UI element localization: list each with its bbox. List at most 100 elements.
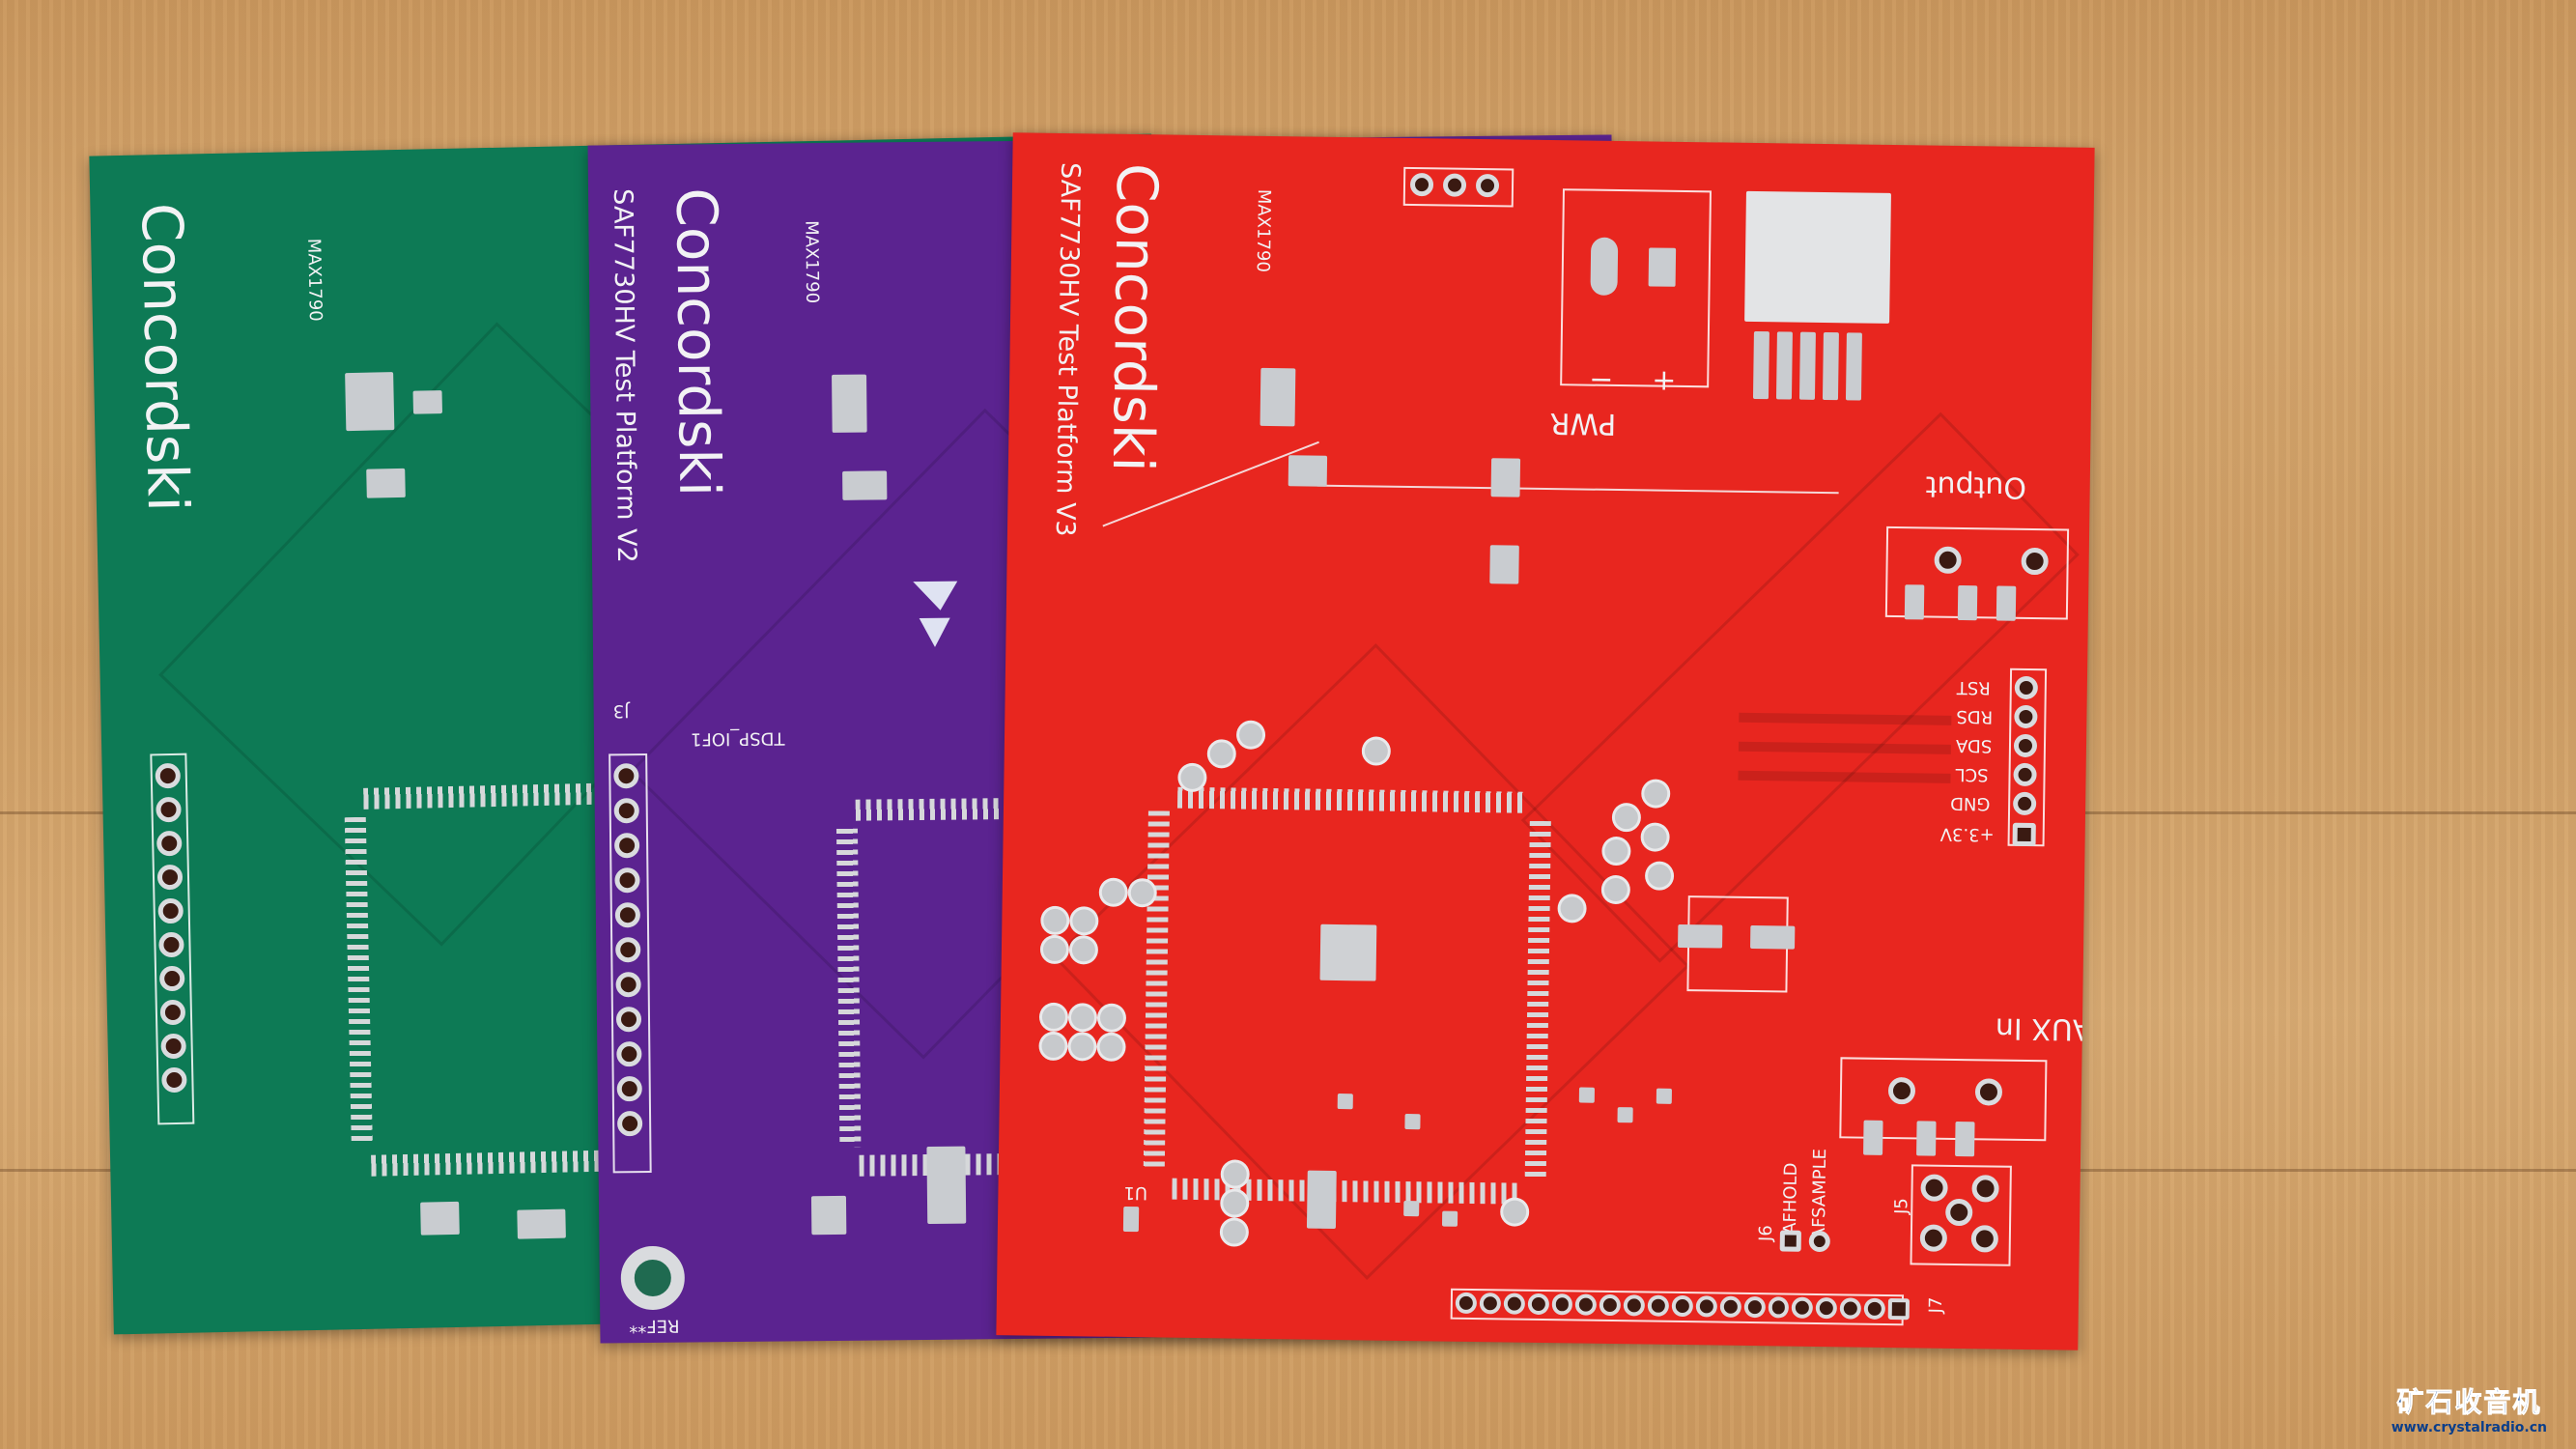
header-pin: [616, 1041, 642, 1067]
header-pin: [1768, 1296, 1790, 1319]
smd-pad: [1403, 1200, 1420, 1217]
header-pin: [616, 1076, 642, 1102]
pin-label-sda: SDA: [1955, 734, 1993, 756]
header-pin: [615, 937, 641, 963]
header-j6-pin: [1779, 1230, 1801, 1252]
test-point[interactable]: [1220, 1188, 1250, 1218]
header-pin: [615, 1007, 642, 1033]
test-point[interactable]: [1040, 905, 1070, 936]
test-point[interactable]: [1038, 1031, 1068, 1062]
test-point[interactable]: [1499, 1197, 1530, 1227]
header-pin: [617, 1111, 643, 1137]
header-pin: [1455, 1292, 1477, 1315]
header-pin: [1792, 1296, 1814, 1319]
test-point[interactable]: [1096, 1032, 1126, 1062]
test-point[interactable]: [1235, 720, 1266, 750]
site-watermark: 矿石收音机 www.crystalradio.cn: [2391, 1381, 2547, 1436]
pwr-plus-label: +: [1651, 363, 1677, 398]
smd-pad: [345, 372, 395, 432]
pin-label-rst: RST: [1956, 676, 1991, 698]
connector-ref-j5: J5: [1891, 1198, 1912, 1215]
smd-pad: [1288, 455, 1328, 487]
test-point[interactable]: [1206, 739, 1236, 769]
pin-label-scl: SCL: [1955, 763, 1989, 785]
test-point[interactable]: [1038, 1002, 1069, 1033]
header-pin: [1551, 1293, 1573, 1316]
header-ref-j3: J3: [612, 700, 630, 722]
battery-holder-bt1: [1560, 188, 1712, 388]
regulator-u4-pin: [1845, 332, 1862, 401]
board-subtitle: SAF7730HV Test Platform V3: [1049, 161, 1086, 537]
smd-pad: [842, 470, 888, 500]
watermark-url: www.crystalradio.cn: [2391, 1420, 2547, 1435]
smd-pad: [517, 1208, 566, 1239]
smd-pad: [1578, 1087, 1596, 1103]
watermark-title: 矿石收音机: [2396, 1386, 2542, 1419]
jack-pad: [1996, 585, 2017, 621]
smd-pad: [1656, 1088, 1672, 1104]
smd-pad: [1122, 1206, 1140, 1233]
smd-pad: [1337, 1094, 1353, 1110]
smd-pad: [832, 374, 867, 433]
mounting-hole: [620, 1245, 686, 1311]
jack-pad: [1957, 584, 1978, 621]
jack-pad: [1916, 1121, 1937, 1156]
header-pin: [1623, 1294, 1646, 1317]
header-pin: [1503, 1293, 1525, 1315]
header-ref-j7: J7: [1925, 1296, 1947, 1314]
header-pin: [1575, 1293, 1598, 1316]
header-label-tdsp: TDSP_IOF1: [690, 727, 785, 750]
pwr-minus-label: −: [1588, 362, 1614, 397]
regulator-u4-pin: [1798, 331, 1816, 400]
regulator-u4-pin: [1752, 330, 1769, 400]
header-pin: [613, 798, 639, 824]
inductor-l2: [1260, 367, 1296, 427]
header-pin: [1816, 1296, 1838, 1320]
header-pin: [1719, 1295, 1741, 1318]
pcb-purple: Concordski SAF7730HV Test Platform V2 MA…: [587, 134, 1625, 1344]
board-title: Concordski: [1099, 162, 1171, 473]
header-pin-3v3: [2012, 822, 2036, 847]
regulator-u4-pin: [1822, 331, 1839, 401]
test-point[interactable]: [1067, 1003, 1098, 1033]
header-pin: [1743, 1295, 1766, 1319]
header-pin: [1863, 1297, 1886, 1320]
battery-pad-plus: [1648, 247, 1677, 287]
header-pin: [1479, 1293, 1501, 1315]
manufacturer-logo-icon: [911, 572, 960, 650]
ic-label-max1790: MAX1790: [303, 238, 326, 322]
header-pin: [1839, 1297, 1862, 1320]
header-pin: [1887, 1298, 1910, 1321]
test-point[interactable]: [1067, 1032, 1097, 1062]
smd-pad: [412, 390, 443, 414]
af-hold-label: AFHOLD: [1779, 1162, 1801, 1235]
capacitor-c17-pad: [1678, 923, 1723, 949]
header-pin: [1695, 1295, 1717, 1318]
smd-pad: [366, 468, 406, 498]
ic-label-max1790: MAX1790: [1252, 188, 1274, 272]
header-pin: [1599, 1293, 1622, 1317]
test-point[interactable]: [1219, 1217, 1250, 1247]
header-pin: [614, 867, 640, 894]
jack-pad: [1955, 1121, 1975, 1157]
af-sample-label: AFSAMPLE: [1808, 1148, 1831, 1240]
smd-pad: [1404, 1114, 1421, 1130]
board-title: Concordski: [664, 187, 733, 497]
ic-label-max1790: MAX1790: [801, 220, 823, 304]
pcb-red: Concordski SAF7730HV Test Platform V3 MA…: [996, 132, 2095, 1350]
pin-label-rds: RDS: [1956, 705, 1994, 727]
header-pin: [1671, 1294, 1693, 1318]
aux-in-label: AUX In: [1995, 1010, 2093, 1046]
pwr-label: PWR: [1549, 406, 1617, 440]
regulator-u4-tab: [1744, 190, 1891, 324]
header-ref-j6: J6: [1755, 1225, 1777, 1242]
ref-label: REF**: [629, 1315, 680, 1337]
crystal-y1: [1306, 1170, 1337, 1230]
header-pin: [615, 972, 641, 998]
qfp-pins-left: [1143, 810, 1170, 1169]
ic-ref-u1: U1: [1123, 1181, 1148, 1204]
header-pin: [613, 833, 640, 859]
header-j6-pin: [1808, 1230, 1830, 1253]
output-label: Output: [1925, 469, 2027, 504]
regulator-u4-pin: [1775, 331, 1793, 400]
